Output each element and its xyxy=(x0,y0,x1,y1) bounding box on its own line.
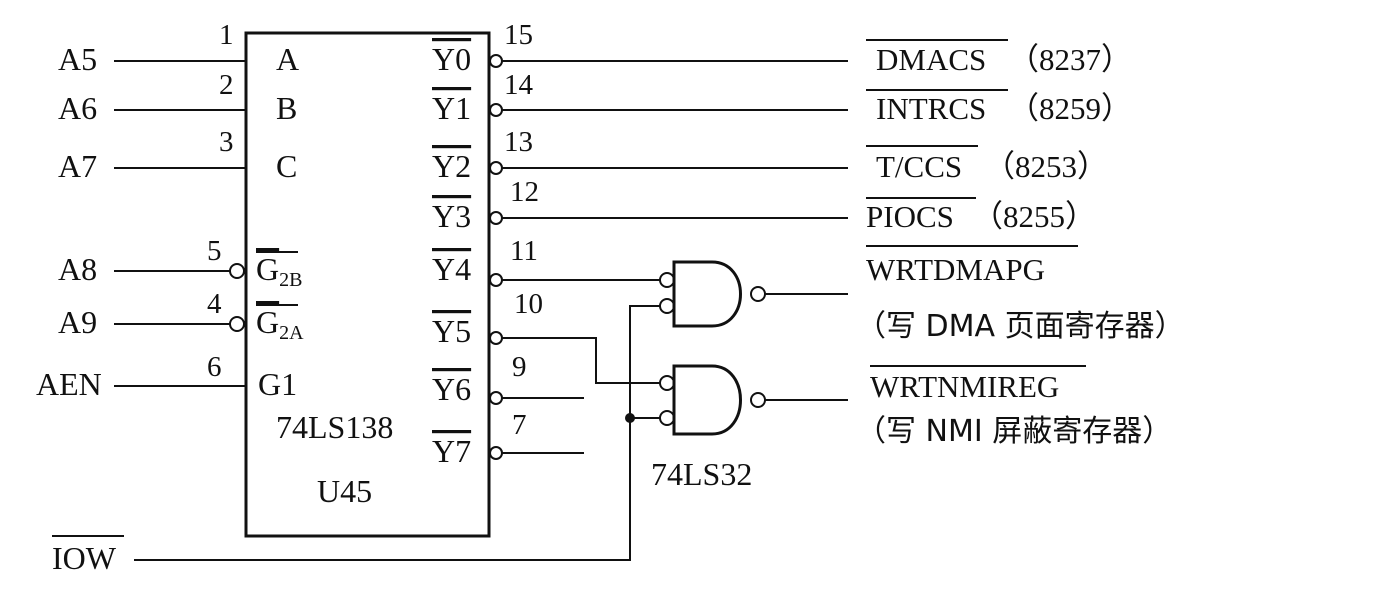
label-tccs: T/CCS xyxy=(876,149,962,184)
chip-input-g2b: G2B xyxy=(256,251,302,291)
label-intrcs-chip: （8259） xyxy=(1008,91,1132,126)
gate1-body xyxy=(672,260,742,328)
label-aen: AEN xyxy=(36,366,102,402)
bubble-y7 xyxy=(489,446,503,460)
gate-part-number: 74LS32 xyxy=(651,456,752,492)
pin-11: 11 xyxy=(510,235,538,267)
chip-input-g2a: G2A xyxy=(256,304,304,344)
gate1-input-bubble-1 xyxy=(659,272,675,288)
g2b-sub: 2B xyxy=(279,269,302,291)
g2a-main: G xyxy=(256,304,279,340)
label-a6: A6 xyxy=(58,90,97,126)
label-wrtdmapg-desc: （写 DMA 页面寄存器） xyxy=(856,309,1185,344)
label-dmacs-chip: （8237） xyxy=(1008,42,1132,77)
gate2-output-bubble xyxy=(750,392,766,408)
chip-output-y5: Y5 xyxy=(432,313,471,349)
gate1-input-bubble-2 xyxy=(659,298,675,314)
label-tccs-chip: （8253） xyxy=(984,149,1108,184)
bubble-y5 xyxy=(489,331,503,345)
pin-5: 5 xyxy=(207,235,222,267)
pin-6: 6 xyxy=(207,351,222,383)
g2a-sub: 2A xyxy=(279,322,304,344)
chip-input-g1: G1 xyxy=(258,366,297,402)
pin-10: 10 xyxy=(514,288,543,320)
chip-output-y6: Y6 xyxy=(432,371,471,407)
chip-output-y4: Y4 xyxy=(432,251,471,287)
chip-input-a: A xyxy=(276,41,299,77)
label-iow: IOW xyxy=(52,540,117,576)
pin-9: 9 xyxy=(512,351,527,383)
chip-output-y3: Y3 xyxy=(432,198,471,234)
chip-input-b: B xyxy=(276,90,297,126)
bubble-y4 xyxy=(489,273,503,287)
pin-3: 3 xyxy=(219,126,234,158)
chip-output-y2: Y2 xyxy=(432,148,471,184)
g2b-main: G xyxy=(256,251,279,287)
label-a9: A9 xyxy=(58,304,97,340)
inversion-bubble-g2a xyxy=(229,316,245,332)
bubble-y0 xyxy=(489,54,503,68)
gate2-input-bubble-1 xyxy=(659,375,675,391)
wire-y5 xyxy=(502,337,660,384)
gate2-body xyxy=(672,364,742,436)
gate2-input-bubble-2 xyxy=(659,410,675,426)
pin-2: 2 xyxy=(219,69,234,101)
bubble-y6 xyxy=(489,391,503,405)
label-a7: A7 xyxy=(58,148,97,184)
label-piocs: PIOCS xyxy=(866,199,954,234)
label-intrcs: INTRCS xyxy=(876,91,986,126)
pin-13: 13 xyxy=(504,126,533,158)
chip-part-number: 74LS138 xyxy=(276,409,393,445)
pin-1: 1 xyxy=(219,19,234,51)
label-wrtdmapg: WRTDMAPG xyxy=(866,252,1045,287)
wire-iow xyxy=(134,305,660,561)
chip-output-y0: Y0 xyxy=(432,41,471,77)
label-wrtnmireg-desc: （写 NMI 屏蔽寄存器） xyxy=(856,414,1172,449)
label-piocs-chip: （8255） xyxy=(972,199,1096,234)
gate1-output-bubble xyxy=(750,286,766,302)
chip-input-c: C xyxy=(276,148,297,184)
bubble-y3 xyxy=(489,211,503,225)
pin-7: 7 xyxy=(512,409,527,441)
inversion-bubble-g2b xyxy=(229,263,245,279)
label-a5: A5 xyxy=(58,41,97,77)
pin-14: 14 xyxy=(504,69,534,101)
decoder-chip-body xyxy=(244,31,491,538)
label-a8: A8 xyxy=(58,251,97,287)
bubble-y1 xyxy=(489,103,503,117)
pin-15: 15 xyxy=(504,19,533,51)
junction-dot xyxy=(625,413,635,423)
label-dmacs: DMACS xyxy=(876,42,986,77)
pin-12: 12 xyxy=(510,176,539,208)
pin-4: 4 xyxy=(207,288,222,320)
label-wrtnmireg: WRTNMIREG xyxy=(870,369,1059,404)
bubble-y2 xyxy=(489,161,503,175)
chip-reference: U45 xyxy=(317,473,372,509)
chip-output-y7: Y7 xyxy=(432,433,471,469)
chip-output-y1: Y1 xyxy=(432,90,471,126)
